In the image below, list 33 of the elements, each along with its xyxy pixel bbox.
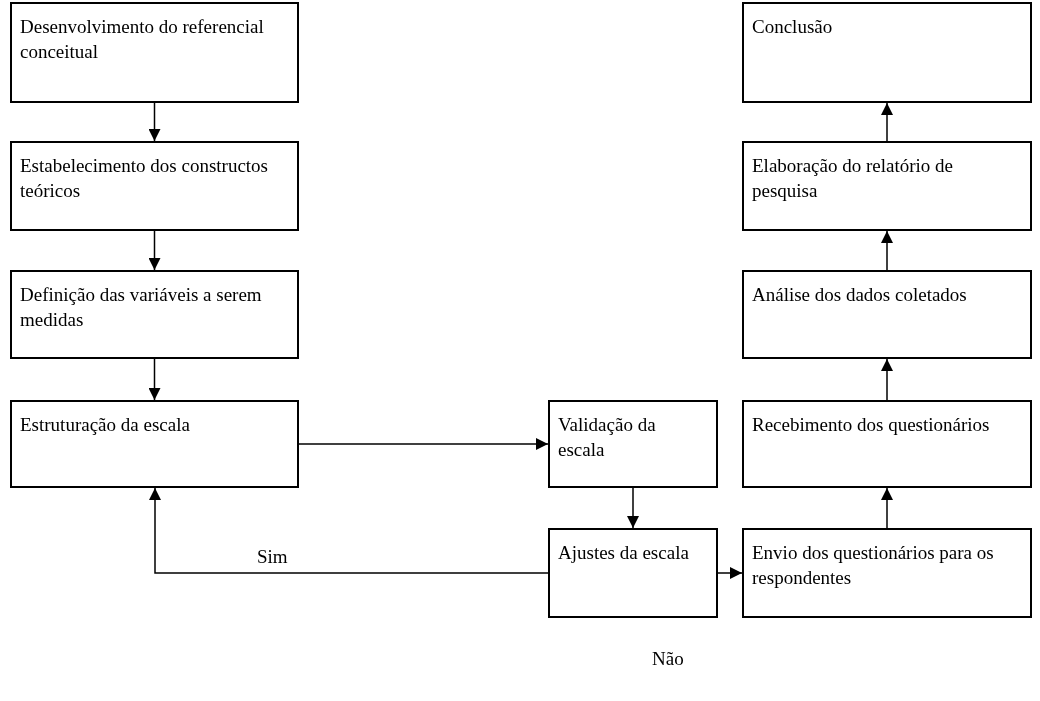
arrow (881, 102, 893, 142)
process-box (10, 141, 299, 231)
step-text: Estabelecimento dos constructos teóricos (20, 154, 269, 203)
step-text: Desenvolvimento do referencial conceitual (20, 15, 265, 64)
arrow (881, 358, 893, 401)
arrow (881, 487, 893, 529)
step-text: Envio dos questionários para os respondentes (752, 541, 995, 590)
process-box (548, 400, 718, 488)
process-box (742, 528, 1032, 618)
process-box (742, 270, 1032, 359)
step-text: Elaboração do relatório de pesquisa (752, 154, 954, 203)
arrow (298, 438, 549, 450)
process-box (742, 141, 1032, 231)
process-box (10, 400, 299, 488)
arrow (148, 230, 161, 271)
step-text: Conclusão (752, 15, 834, 39)
arrow (881, 230, 893, 271)
step-text: Ajustes da escala (558, 541, 690, 565)
step-text: Recebimento dos questionários (752, 413, 991, 437)
arrow (717, 567, 743, 579)
process-box (548, 528, 718, 618)
arrow (148, 358, 161, 401)
step-text: Análise dos dados coletados (752, 283, 968, 307)
step-text: Estruturação da escala (20, 413, 191, 437)
process-box (10, 2, 299, 103)
process-box (10, 270, 299, 359)
step-text: Definição das variáveis a serem medidas (20, 283, 263, 332)
arrow (148, 102, 161, 142)
process-box (742, 400, 1032, 488)
process-box (742, 2, 1032, 103)
step-text: Validação da escala (558, 413, 657, 462)
arrow (149, 487, 549, 574)
arrow (627, 487, 639, 529)
